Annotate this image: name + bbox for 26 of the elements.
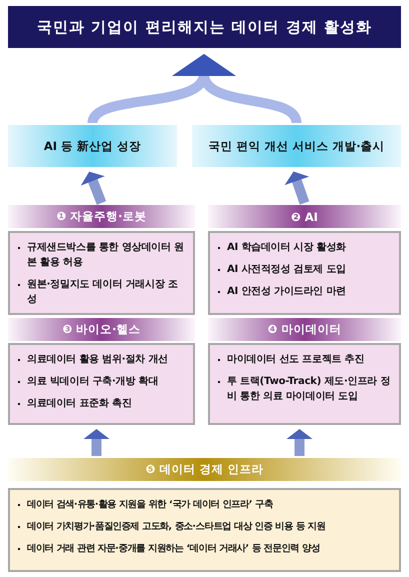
block-arrow — [84, 429, 110, 456]
bullet-text: 투 트랙(Two-Track) 제도·인프라 정비 통한 의료 마이데이터 도입 — [227, 376, 390, 402]
block-arrow — [284, 172, 310, 205]
bullet-text: 데이터 검색·유통·활용 지원을 위한 ‘국가 데이터 인프라’ 구축 — [27, 499, 273, 510]
bullet-text: 마이데이터 선도 프로젝트 추진 — [227, 354, 364, 365]
block-arrow — [286, 429, 312, 456]
title-banner: 국민과 기업이 편리해지는 데이터 경제 활성화 — [8, 6, 401, 48]
bullet-text: 의료데이터 활용 범위·절차 개선 — [27, 354, 168, 365]
bullet-text: 의료데이터 표준화 촉진 — [27, 398, 132, 409]
block-arrow — [173, 54, 302, 124]
bullet-text: 데이터 거래 관련 자문·중개를 지원하는 ‘데이터 거래사’ 등 전문인력 양성 — [27, 543, 320, 554]
block-arrow — [80, 172, 106, 205]
bullet-text: AI 안전성 가이드라인 마련 — [227, 286, 346, 297]
bullet-text: 규제샌드박스를 통한 영상데이터 원본 활용 허용 — [27, 242, 184, 268]
section-heading: ❺ 데이터 경제 인프라 — [8, 458, 401, 481]
bullet-text: AI 사전적정성 검토제 도입 — [227, 264, 346, 275]
goal-band: 국민 편익 개선 서비스 개발·출시 — [192, 125, 401, 167]
section-heading: ❷ AI — [208, 205, 401, 228]
goal-band: AI 등 新산업 성장 — [8, 125, 177, 167]
section-heading: ❶ 자율주행·로봇 — [8, 205, 195, 228]
bullet-text: 의료 빅데이터 구축·개방 확대 — [27, 376, 158, 387]
section-heading: ❸ 바이오·헬스 — [8, 318, 195, 341]
section-heading: ❹ 마이데이터 — [208, 318, 401, 341]
bullet-text: AI 학습데이터 시장 활성화 — [227, 242, 346, 253]
bullet-text: 원본·정밀지도 데이터 거래시장 조성 — [27, 279, 178, 305]
bullet-text: 데이터 가치평가·품질인증제 고도화, 중소·스타트업 대상 인증 비용 등 지원 — [27, 521, 326, 532]
